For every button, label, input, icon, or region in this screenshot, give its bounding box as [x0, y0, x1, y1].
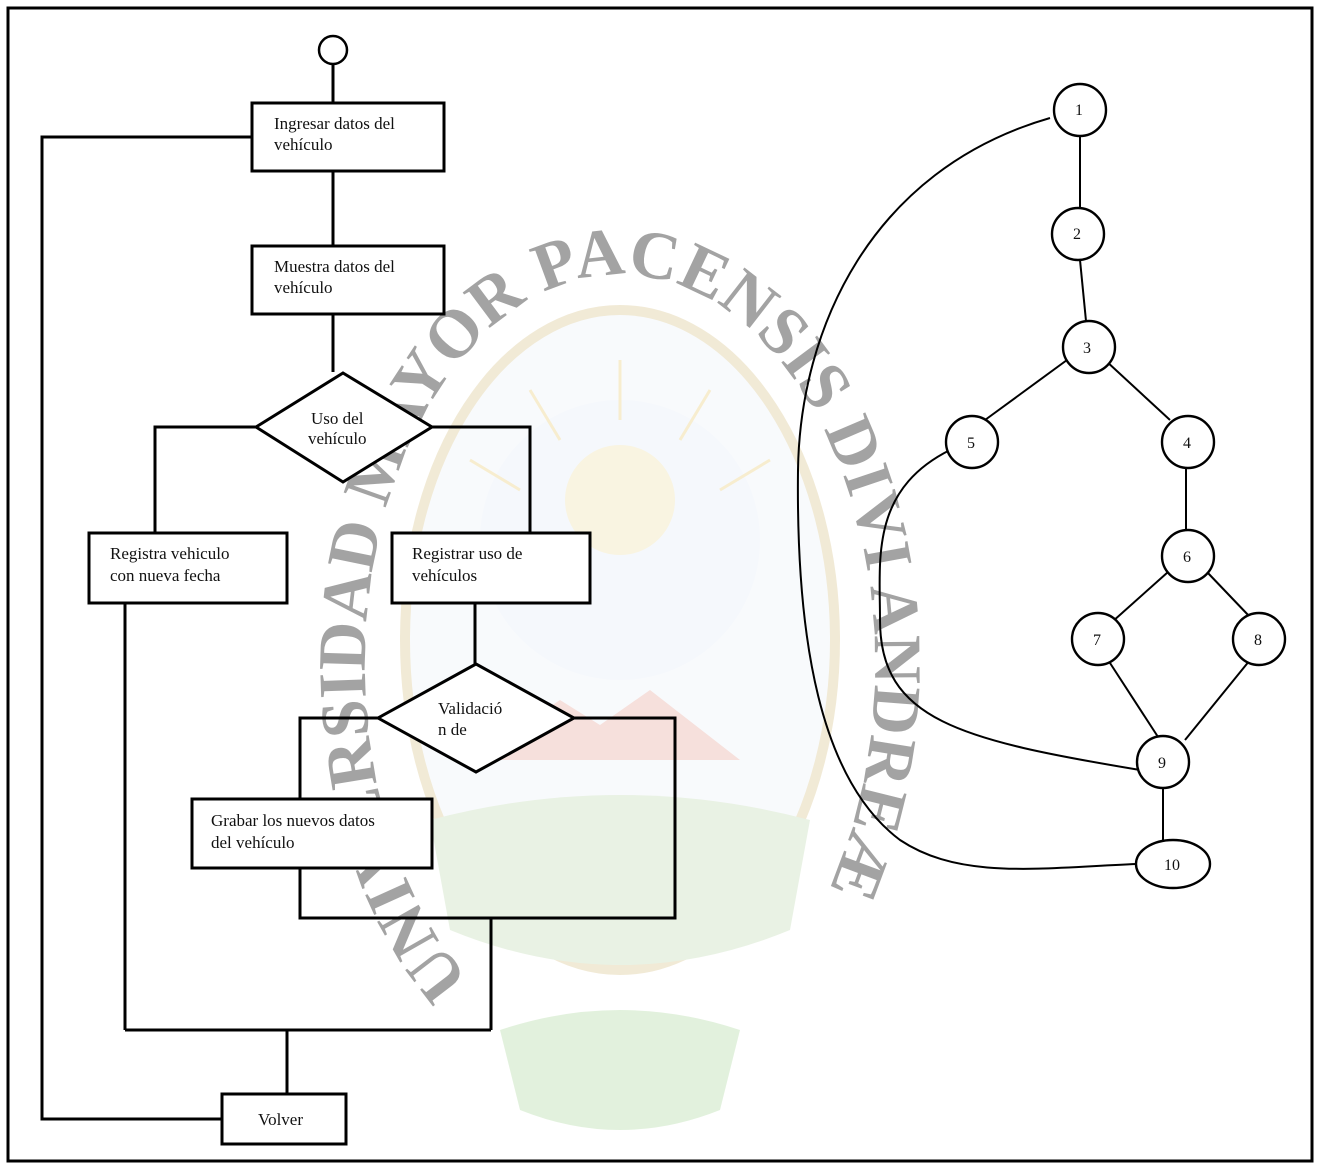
graph-node-1: 1 — [1052, 82, 1108, 138]
sun-icon — [565, 445, 675, 555]
watermark-seal: UNIVERSIDAD MAYOR PACENSIS DIVI ANDREÆ — [304, 212, 936, 1130]
svg-text:10: 10 — [1164, 857, 1180, 874]
svg-text:5: 5 — [967, 435, 975, 452]
svg-text:1: 1 — [1075, 102, 1083, 119]
flowchart: Ingresar datos del vehículo Muestra dato… — [40, 34, 677, 1146]
edge-5-9 — [878, 449, 1141, 771]
decision-validacion-diamond — [374, 662, 578, 774]
decision-uso-label: Uso del vehículo — [308, 409, 368, 448]
graph-node-6: 6 — [1160, 528, 1216, 584]
edge-1-10 — [796, 117, 1137, 870]
step-volver-label: Volver — [258, 1110, 303, 1129]
edge-6-7 — [1111, 571, 1169, 623]
step-registrar-uso-label: Registrar uso de vehículos — [412, 544, 527, 585]
graph-node-7: 7 — [1070, 611, 1126, 667]
mountain-icon — [470, 690, 740, 760]
hills-shape — [430, 795, 810, 965]
svg-text:2: 2 — [1073, 226, 1081, 243]
svg-text:4: 4 — [1183, 435, 1191, 452]
ribbon-shape — [500, 1010, 740, 1130]
edge-8-9 — [1184, 659, 1251, 741]
step-muestra-label: Muestra datos del vehículo — [274, 257, 399, 297]
edge-7-9 — [1109, 662, 1161, 741]
edge-3-5 — [984, 359, 1068, 421]
step-registrar-uso-box — [390, 531, 592, 605]
flow-graph: 1 2 3 5 4 6 7 8 — [796, 82, 1287, 890]
decision-uso-diamond — [253, 371, 435, 484]
decision-validacion-label: Validació n de — [438, 699, 506, 739]
svg-text:8: 8 — [1254, 632, 1262, 649]
step-grabar-box — [190, 797, 434, 870]
step-registra-fecha-label: Registra vehiculo con nueva fecha — [110, 544, 234, 585]
graph-node-9: 9 — [1135, 734, 1191, 790]
start-terminal — [317, 34, 349, 66]
step-registra-fecha-box — [87, 531, 289, 605]
step-grabar-label: Grabar los nuevos datos del vehículo — [211, 811, 379, 852]
svg-text:6: 6 — [1183, 549, 1191, 566]
step-muestra-box — [250, 244, 446, 316]
svg-text:9: 9 — [1158, 755, 1166, 772]
graph-node-5: 5 — [944, 414, 1000, 470]
svg-text:3: 3 — [1083, 340, 1091, 357]
page-frame — [6, 6, 1314, 1163]
graph-node-10: 10 — [1134, 838, 1212, 890]
graph-node-4: 4 — [1160, 414, 1216, 470]
graph-node-2: 2 — [1050, 206, 1106, 262]
svg-text:7: 7 — [1093, 632, 1101, 649]
step-ingresar-box — [250, 101, 446, 173]
edge-2-3 — [1079, 259, 1087, 322]
edge-6-8 — [1206, 571, 1251, 618]
step-ingresar-label: Ingresar datos del vehículo — [274, 114, 399, 154]
step-volver-box — [220, 1092, 348, 1146]
sun-rays — [469, 360, 771, 492]
edge-3-4 — [1104, 359, 1171, 421]
graph-node-3: 3 — [1061, 319, 1117, 375]
graph-node-8: 8 — [1231, 611, 1287, 667]
